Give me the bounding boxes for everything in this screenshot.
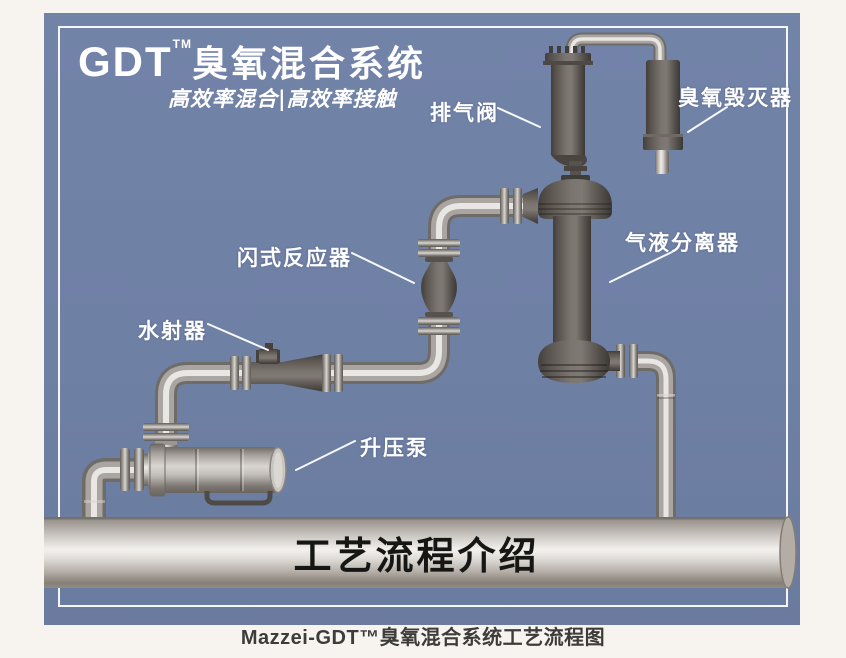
panel-tagline: 高效率混合|高效率接触 (168, 86, 397, 111)
flash-reactor-graphic (418, 239, 460, 335)
product-name: 臭氧混合系统 (191, 43, 426, 84)
vent-column-graphic (543, 46, 593, 181)
diagram-panel: GDTTM臭氧混合系统 高效率混合|高效率接触 排气阀 臭氧毁灭器 闪式反应器 … (44, 13, 800, 625)
trademark-superscript: TM (172, 37, 192, 51)
panel-title: GDTTM臭氧混合系统 (78, 35, 426, 87)
reactor-water-line-graphic (155, 188, 538, 447)
water-injector-graphic (230, 343, 343, 392)
label-booster-pump: 升压泵 (360, 437, 429, 460)
label-exhaust-valve: 排气阀 (430, 102, 499, 125)
label-flash-reactor: 闪式反应器 (237, 247, 352, 270)
booster-pump-graphic (82, 423, 287, 519)
booster-pump-leader-line (295, 440, 356, 471)
offgas-line-graphic (543, 32, 683, 181)
gas-liquid-separator-leader-line (609, 251, 673, 283)
main-water-pipe-graphic (44, 516, 797, 589)
brand-name: GDT (78, 38, 173, 85)
exhaust-valve-leader-line (497, 107, 541, 128)
label-ozone-destructor: 臭氧毁灭器 (678, 87, 793, 110)
leader-lines (207, 106, 728, 471)
water-injector-leader-line (207, 323, 269, 351)
figure-caption: Mazzei-GDT™臭氧混合系统工艺流程图 (240, 627, 606, 649)
process-piping-graphic (44, 32, 797, 589)
banner-pipe-title: 工艺流程介绍 (293, 536, 540, 578)
ozone-destructor-leader-line (687, 106, 728, 133)
ozone-destructor-graphic (643, 60, 683, 174)
flash-reactor-leader-line (351, 252, 415, 284)
label-water-injector: 水射器 (138, 320, 207, 343)
label-gas-liquid-separator: 气液分离器 (625, 232, 740, 255)
gas-liquid-separator-graphic (538, 179, 676, 519)
